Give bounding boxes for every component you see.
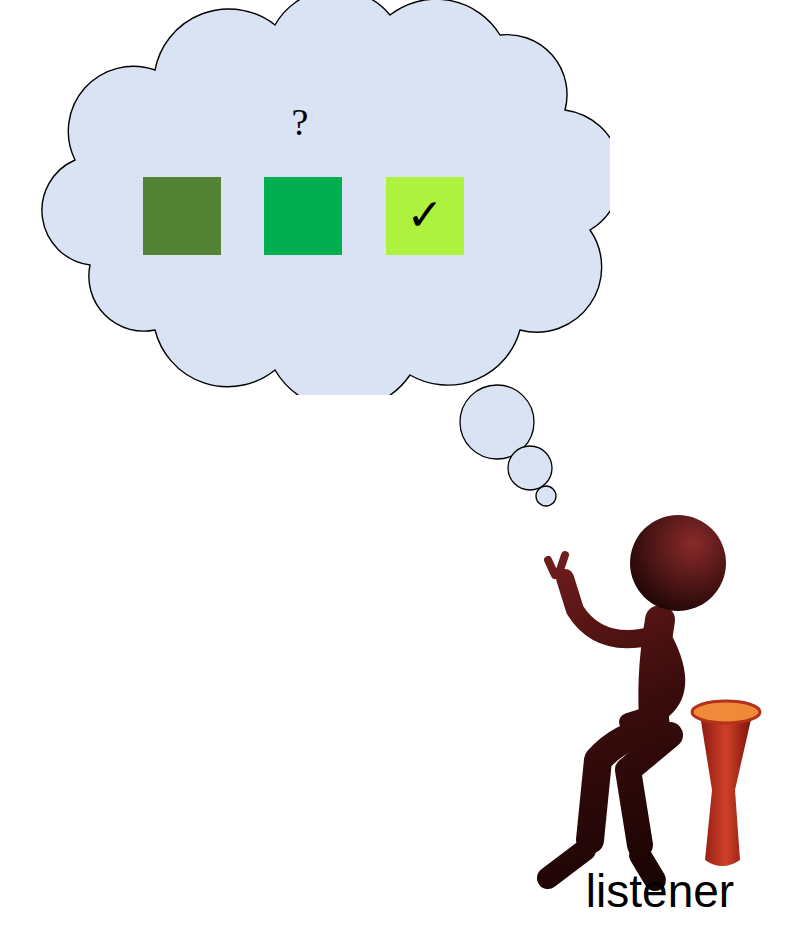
thought-cloud: ?✓ <box>20 0 610 395</box>
head <box>630 515 726 611</box>
stool <box>692 701 760 866</box>
front-leg <box>628 735 670 845</box>
figure-label: listener <box>530 868 790 914</box>
thought-bubble <box>508 446 552 490</box>
resting-arm <box>628 640 676 722</box>
cloud-shape <box>42 0 610 395</box>
question-mark: ? <box>260 100 340 146</box>
fingers <box>548 555 565 575</box>
stool-seat <box>692 701 760 723</box>
cloud-outline <box>20 0 610 395</box>
chosen-swatch: ✓ <box>386 177 464 255</box>
back-foot <box>548 850 585 878</box>
stool-leg <box>700 715 752 866</box>
thought-bubbles <box>460 385 556 506</box>
check-mark: ✓ <box>386 189 464 242</box>
thought-bubble <box>536 486 556 506</box>
